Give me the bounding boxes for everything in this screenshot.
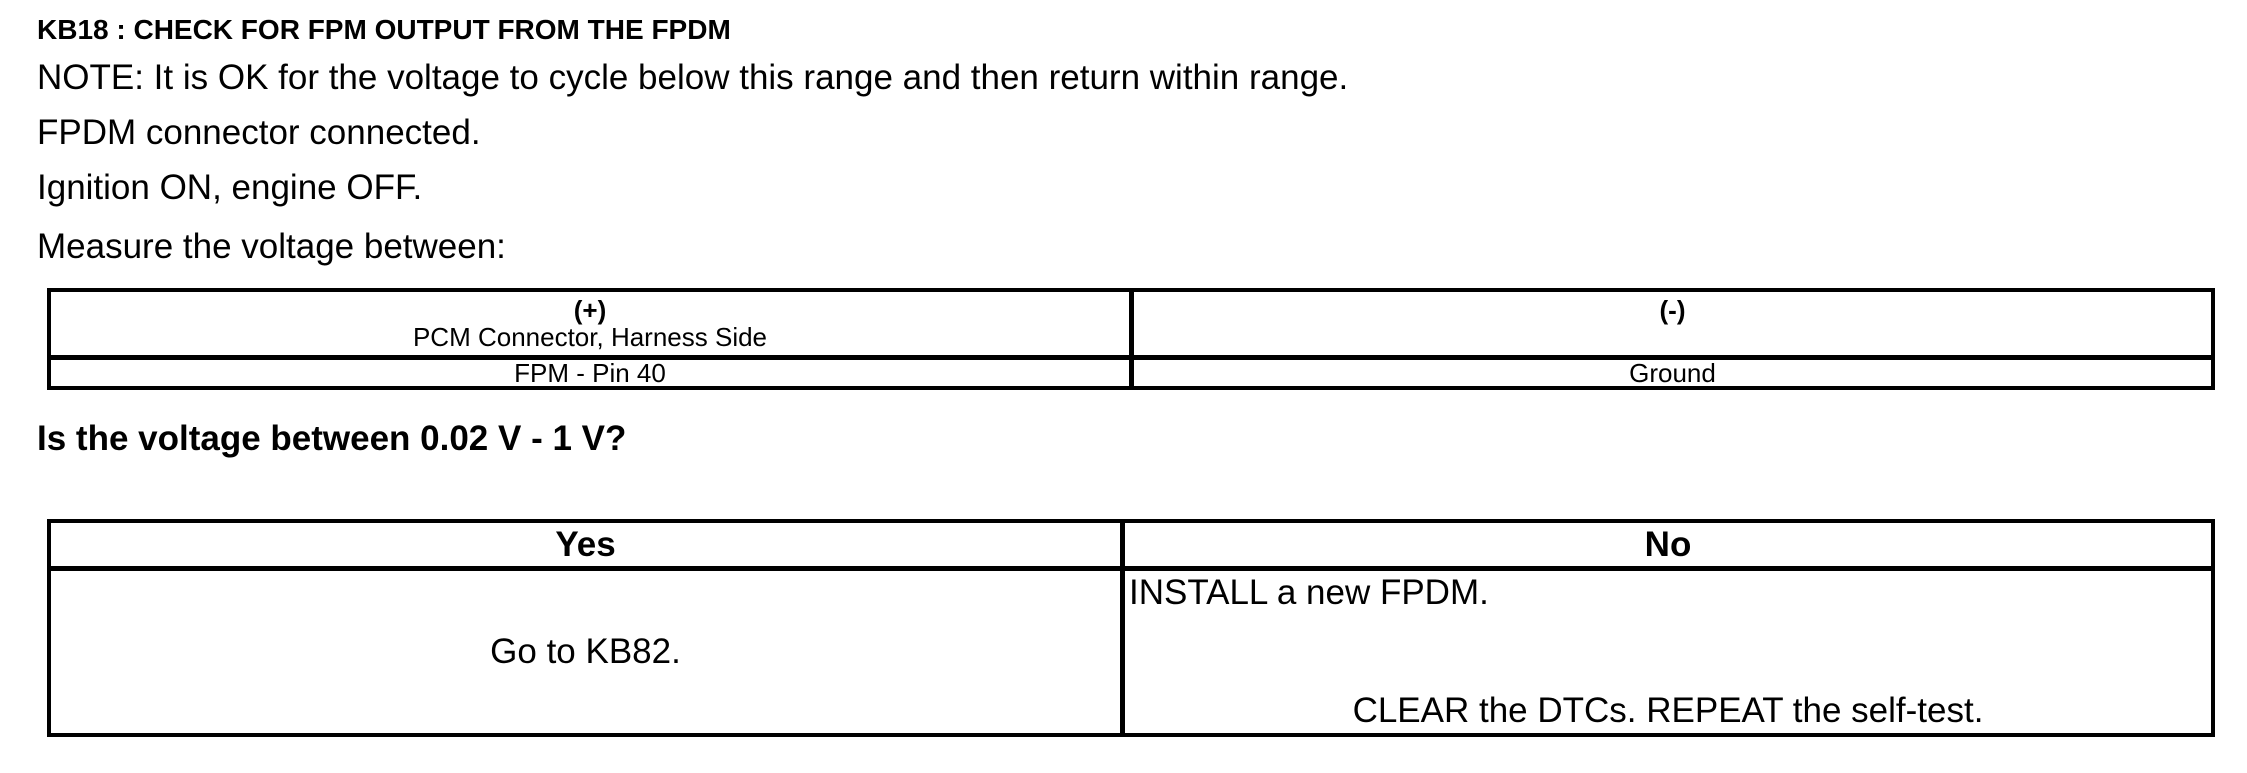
yes-header-cell: Yes [555,525,616,564]
negative-sign-label: (-) [1659,295,1686,325]
decision-table-header-row: Yes No [51,523,2211,571]
positive-sign-label: (+) [573,295,607,325]
negative-header-cell: (-) [1129,292,2211,355]
positive-subheader-label: PCM Connector, Harness Side [412,322,768,352]
measurement-table-data-row: FPM - Pin 40 Ground [51,360,2211,386]
yes-action-cell: Go to KB82. [490,632,681,671]
page-title: KB18 : CHECK FOR FPM OUTPUT FROM THE FPD… [37,14,731,45]
note-text: NOTE: It is OK for the voltage to cycle … [37,58,1349,97]
pinpoint-test-page: KB18 : CHECK FOR FPM OUTPUT FROM THE FPD… [37,14,2215,737]
decision-table-body-row: Go to KB82. INSTALL a new FPDM. CLEAR th… [51,571,2211,733]
no-action-clear-line: CLEAR the DTCs. REPEAT the self-test. [1352,691,1984,730]
measurement-table-header-row: (+) PCM Connector, Harness Side (-) [51,292,2211,360]
instruction-text: Measure the voltage between: [37,227,506,266]
condition-line-fpdm: FPDM connector connected. [37,113,481,152]
question-text: Is the voltage between 0.02 V - 1 V? [37,419,627,458]
decision-table: Yes No Go to KB82. INSTALL a new FPDM. C… [47,519,2215,737]
condition-line-ignition: Ignition ON, engine OFF. [37,168,423,207]
positive-measurement-point: FPM - Pin 40 [514,358,666,388]
no-header-cell: No [1120,523,2211,566]
no-action-cell: INSTALL a new FPDM. CLEAR the DTCs. REPE… [1120,571,2211,733]
measurement-table: (+) PCM Connector, Harness Side (-) FPM … [47,288,2215,390]
negative-measurement-point: Ground [1129,360,2211,386]
no-action-install-line: INSTALL a new FPDM. [1129,573,1489,612]
positive-header-cell: (+) PCM Connector, Harness Side [51,292,1129,355]
